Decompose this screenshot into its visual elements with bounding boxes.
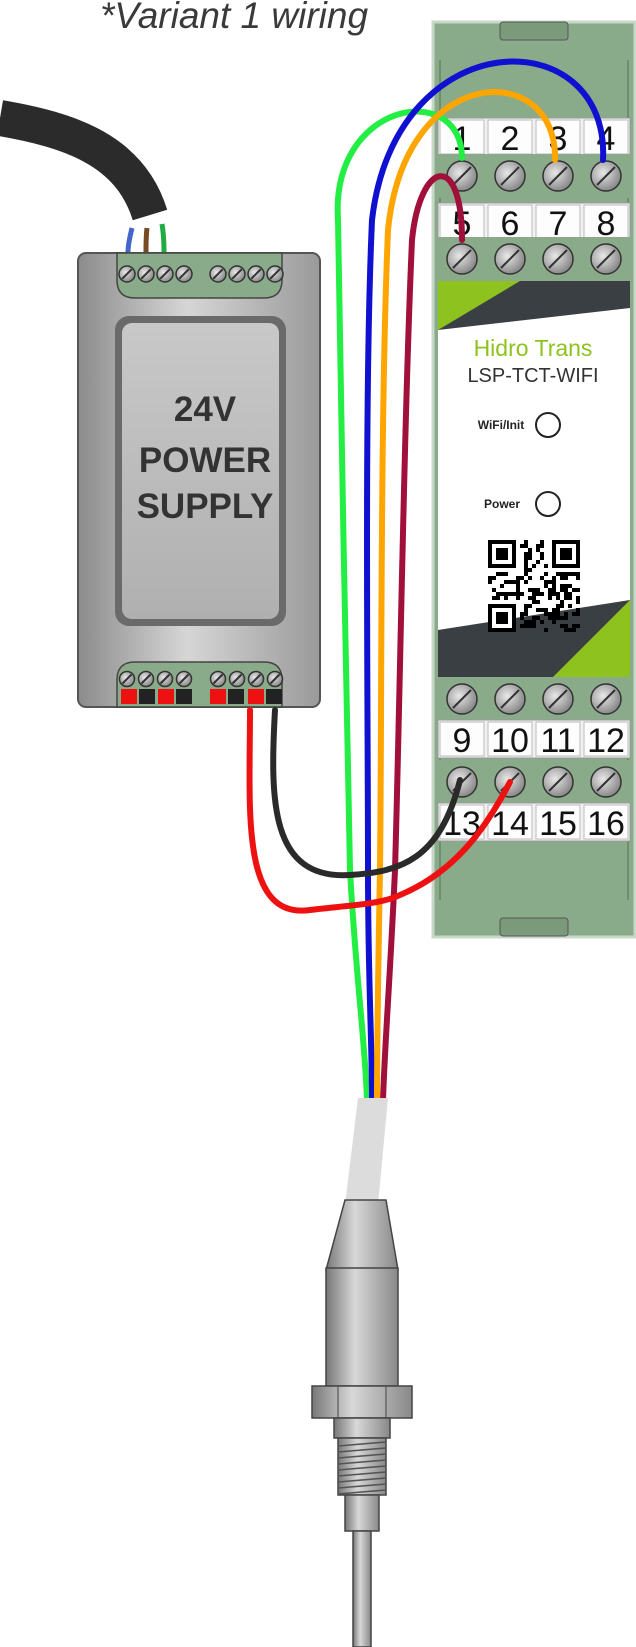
ps-in-screw-3 — [156, 265, 174, 283]
top2-screw-3 — [542, 243, 574, 275]
ps-polarity-mark — [139, 689, 155, 704]
wire-black — [270, 707, 463, 879]
terminal-label: 15 — [539, 805, 577, 843]
terminal-label: 7 — [549, 205, 568, 243]
temperature-sensor-probe — [311, 1098, 413, 1647]
ps-out-screw-4 — [175, 670, 193, 688]
terminal-label: 11 — [540, 722, 575, 760]
wire-orange — [374, 89, 559, 1103]
ps-in-screw-1 — [118, 265, 136, 283]
power-led — [535, 491, 561, 517]
ps-polarity-mark — [266, 689, 282, 704]
ps-out-screw-7 — [247, 670, 265, 688]
ps-polarity-mark — [158, 689, 174, 704]
top1-screw-3 — [542, 160, 574, 192]
ps-out-screw-6 — [228, 670, 246, 688]
ps-out-screw-1 — [118, 670, 136, 688]
mains-cable — [0, 100, 168, 253]
qr-code-icon — [488, 540, 580, 632]
ps-in-screw-8 — [266, 265, 284, 283]
terminal-label: 9 — [453, 722, 472, 760]
wire-crimson — [380, 173, 465, 1103]
module-front-label: Hidro Trans LSP-TCT-WIFI WiFi/Init Power — [438, 281, 630, 678]
ps-in-screw-7 — [247, 265, 265, 283]
ps-polarity-mark — [248, 689, 264, 704]
power-supply-label-voltage: 24V — [174, 390, 237, 429]
wifi-led-label: WiFi/Init — [478, 418, 525, 432]
brand-name: Hidro Trans — [474, 335, 593, 361]
screws-row-1-4 — [438, 154, 630, 198]
probe-thread — [337, 1437, 387, 1496]
diagram-title: *Variant 1 wiring — [100, 0, 368, 36]
ps-polarity-mark — [176, 689, 192, 704]
ps-polarity-mark — [228, 689, 244, 704]
bot1-screw-3 — [542, 683, 574, 715]
screws-row-13-16 — [438, 760, 630, 804]
wire-green — [334, 108, 465, 1103]
terminal-label: 12 — [587, 722, 625, 760]
bot2-screw-4 — [590, 766, 622, 798]
power-supply-label-power: POWER — [139, 441, 271, 480]
top1-screw-2 — [494, 160, 526, 192]
power-supply-label-supply: SUPPLY — [137, 487, 274, 526]
ps-out-screw-5 — [209, 670, 227, 688]
ps-out-screw-8 — [266, 670, 284, 688]
terminal-row-9-12: 9 10 11 12 — [437, 719, 631, 760]
bot1-screw-1 — [446, 683, 478, 715]
bot1-screw-4 — [590, 683, 622, 715]
ps-in-screw-4 — [175, 265, 193, 283]
wifi-led — [535, 412, 561, 438]
power-led-label: Power — [484, 497, 520, 511]
ps-out-screw-3 — [156, 670, 174, 688]
terminal-label: 2 — [501, 120, 520, 158]
terminal-label: 14 — [491, 805, 529, 843]
top2-screw-4 — [590, 243, 622, 275]
power-supply: 24V POWER SUPPLY — [77, 252, 321, 708]
model-name: LSP-TCT-WIFI — [467, 365, 598, 387]
ps-in-screw-2 — [137, 265, 155, 283]
top1-screw-4 — [590, 160, 622, 192]
sensor-wires — [334, 58, 607, 1103]
wire-red — [246, 707, 513, 914]
terminal-label: 10 — [491, 722, 529, 760]
power-supply-top-terminals — [118, 265, 284, 283]
power-wires — [246, 707, 513, 914]
terminal-label: 8 — [597, 205, 616, 243]
bot1-screw-2 — [494, 683, 526, 715]
bot2-screw-3 — [542, 766, 574, 798]
ps-in-screw-6 — [228, 265, 246, 283]
power-supply-output-terminals — [118, 670, 284, 704]
terminal-label: 6 — [501, 205, 520, 243]
screws-row-9-12 — [438, 677, 630, 721]
ps-out-screw-2 — [137, 670, 155, 688]
ps-in-screw-5 — [209, 265, 227, 283]
ps-polarity-mark — [210, 689, 226, 704]
ps-polarity-mark — [121, 689, 137, 704]
top2-screw-1 — [446, 243, 478, 275]
top2-screw-2 — [494, 243, 526, 275]
terminal-label: 16 — [587, 805, 625, 843]
screws-row-5-8 — [438, 237, 630, 281]
wire-blue — [364, 58, 607, 1103]
